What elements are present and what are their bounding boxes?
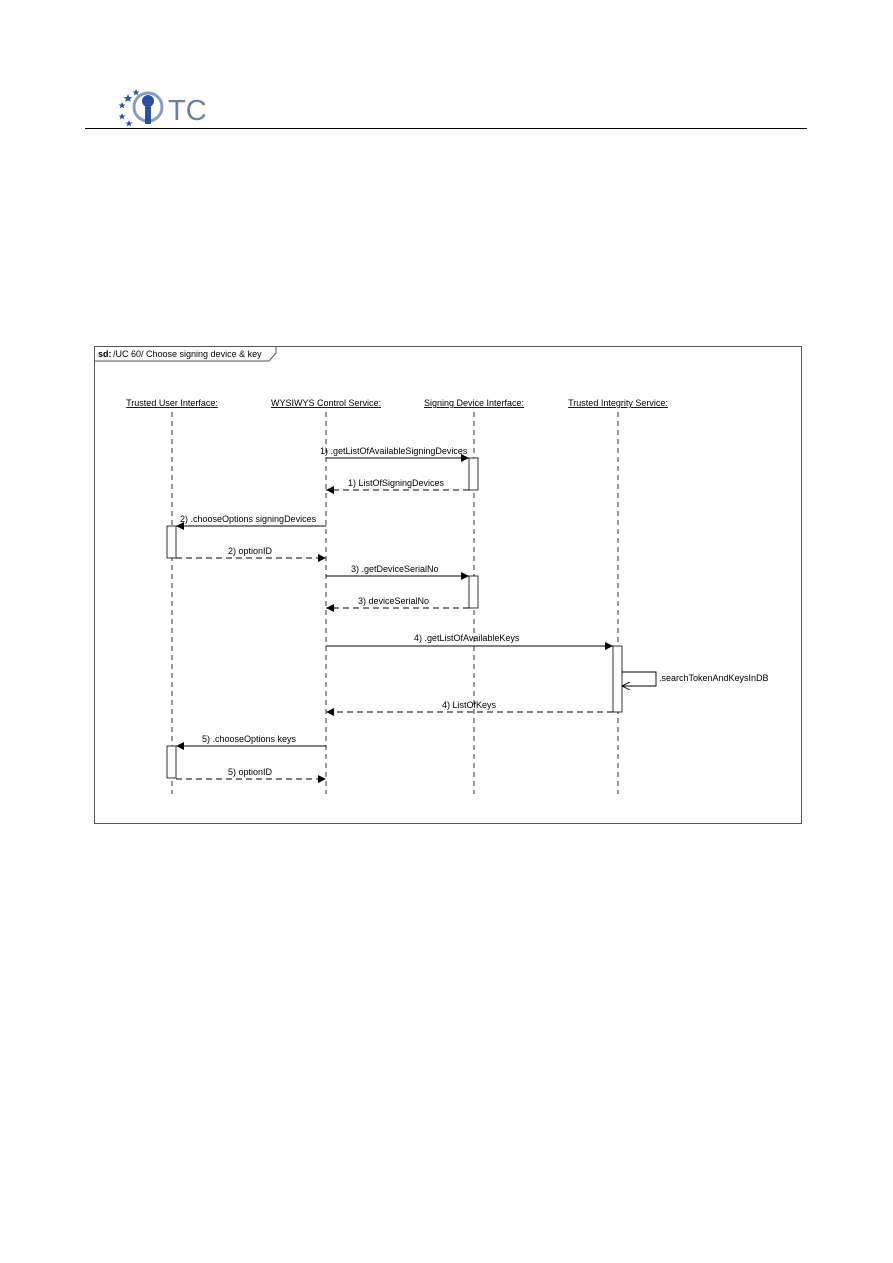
frame-title-prefix: sd: bbox=[98, 349, 112, 359]
message-label: 1) ListOfSigningDevices bbox=[348, 478, 445, 488]
lifeline-label-signing-device-interface: Signing Device Interface: bbox=[424, 398, 524, 408]
keyhole-icon bbox=[132, 91, 164, 124]
activation-bar bbox=[166, 525, 177, 559]
message-label: 2) optionID bbox=[228, 546, 273, 556]
logo-text: TC bbox=[168, 95, 207, 127]
message-label: 3) .getDeviceSerialNo bbox=[351, 564, 439, 574]
message-label: 2) .chooseOptions signingDevices bbox=[180, 514, 317, 524]
message-label: .searchTokenAndKeysInDB bbox=[659, 673, 769, 683]
message-label: 4) .getListOfAvailableKeys bbox=[414, 633, 520, 643]
message-label: 4) ListOfKeys bbox=[442, 700, 497, 710]
lifeline-label-trusted-integrity-service: Trusted Integrity Service: bbox=[568, 398, 668, 408]
message-label: 5) .chooseOptions keys bbox=[202, 734, 297, 744]
self-message-arrow bbox=[622, 671, 657, 686]
star-ring-icon bbox=[118, 89, 140, 127]
lifeline-label-wysiwys-control-service: WYSIWYS Control Service: bbox=[271, 398, 381, 408]
sequence-diagram: sd: /UC 60/ Choose signing device & key … bbox=[94, 346, 802, 824]
itc-logo: TC bbox=[118, 89, 207, 127]
activation-bar bbox=[468, 575, 479, 609]
message-label: 5) optionID bbox=[228, 767, 273, 777]
lifeline-label-trusted-user-interface: Trusted User Interface: bbox=[126, 398, 218, 408]
frame-title: /UC 60/ Choose signing device & key bbox=[113, 349, 262, 359]
activation-bar bbox=[468, 457, 479, 491]
message-label: 1) .getListOfAvailableSigningDevices bbox=[320, 446, 468, 456]
frame-title-tab bbox=[94, 346, 277, 362]
header-divider bbox=[85, 128, 807, 129]
activation-bar bbox=[166, 745, 177, 779]
message-label: 3) deviceSerialNo bbox=[358, 596, 429, 606]
diagram-frame bbox=[94, 346, 802, 824]
activation-bar bbox=[612, 645, 623, 713]
